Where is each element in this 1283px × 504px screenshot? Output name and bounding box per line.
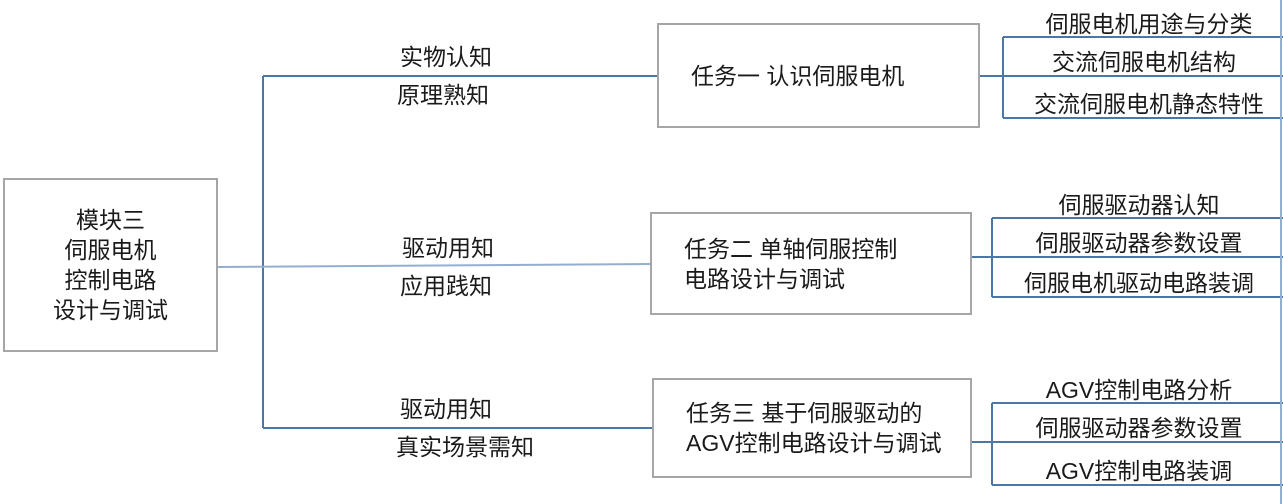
task1-leaf-label-1: 伺服电机用途与分类 [1045,11,1253,37]
task3-node-line: AGV控制电路设计与调试 [686,430,942,456]
branch2-edge-label-top: 驱动用知 [402,235,494,261]
root-node-line: 控制电路 [64,267,157,293]
task3-leaf-label-2: 伺服驱动器参数设置 [1035,415,1243,441]
task2-leaf-label-2: 伺服驱动器参数设置 [1035,230,1243,256]
root-node-line: 设计与调试 [53,297,168,323]
task3-node: 任务三 基于伺服驱动的 AGV控制电路设计与调试 [652,378,972,478]
task1-node: 任务一 认识伺服电机 [657,23,980,128]
task2-node-line: 任务二 单轴伺服控制 [684,235,898,262]
task1-node-line: 任务一 认识伺服电机 [691,62,905,89]
root-to-task2-connector-line [217,263,651,268]
task2-leaf-label-1: 伺服驱动器认知 [1058,192,1220,218]
task2-node-line: 电路设计与调试 [684,265,845,292]
branch3-edge-label-top: 驱动用知 [400,396,492,422]
branch3-edge-label-bottom: 真实场景需知 [396,434,534,460]
root-node-line: 伺服电机 [64,237,157,263]
branch1-edge-label-top: 实物认知 [400,44,492,70]
task3-leaf-label-3: AGV控制电路装调 [1045,458,1233,484]
task3-node-line: 任务三 基于伺服驱动的 [686,400,923,426]
root-node: 模块三 伺服电机 控制电路 设计与调试 [3,178,218,352]
branch1-edge-label-bottom: 原理熟知 [397,82,489,108]
task3-leaf-label-1: AGV控制电路分析 [1045,377,1233,403]
task2-leaf-label-3: 伺服电机驱动电路装调 [1024,270,1254,296]
task2-node: 任务二 单轴伺服控制 电路设计与调试 [650,212,972,315]
branch2-edge-label-bottom: 应用践知 [400,273,492,299]
root-node-line: 模块三 [76,207,145,233]
task1-leaf-label-3: 交流伺服电机静态特性 [1034,91,1264,117]
task1-leaf-label-2: 交流伺服电机结构 [1052,49,1236,75]
